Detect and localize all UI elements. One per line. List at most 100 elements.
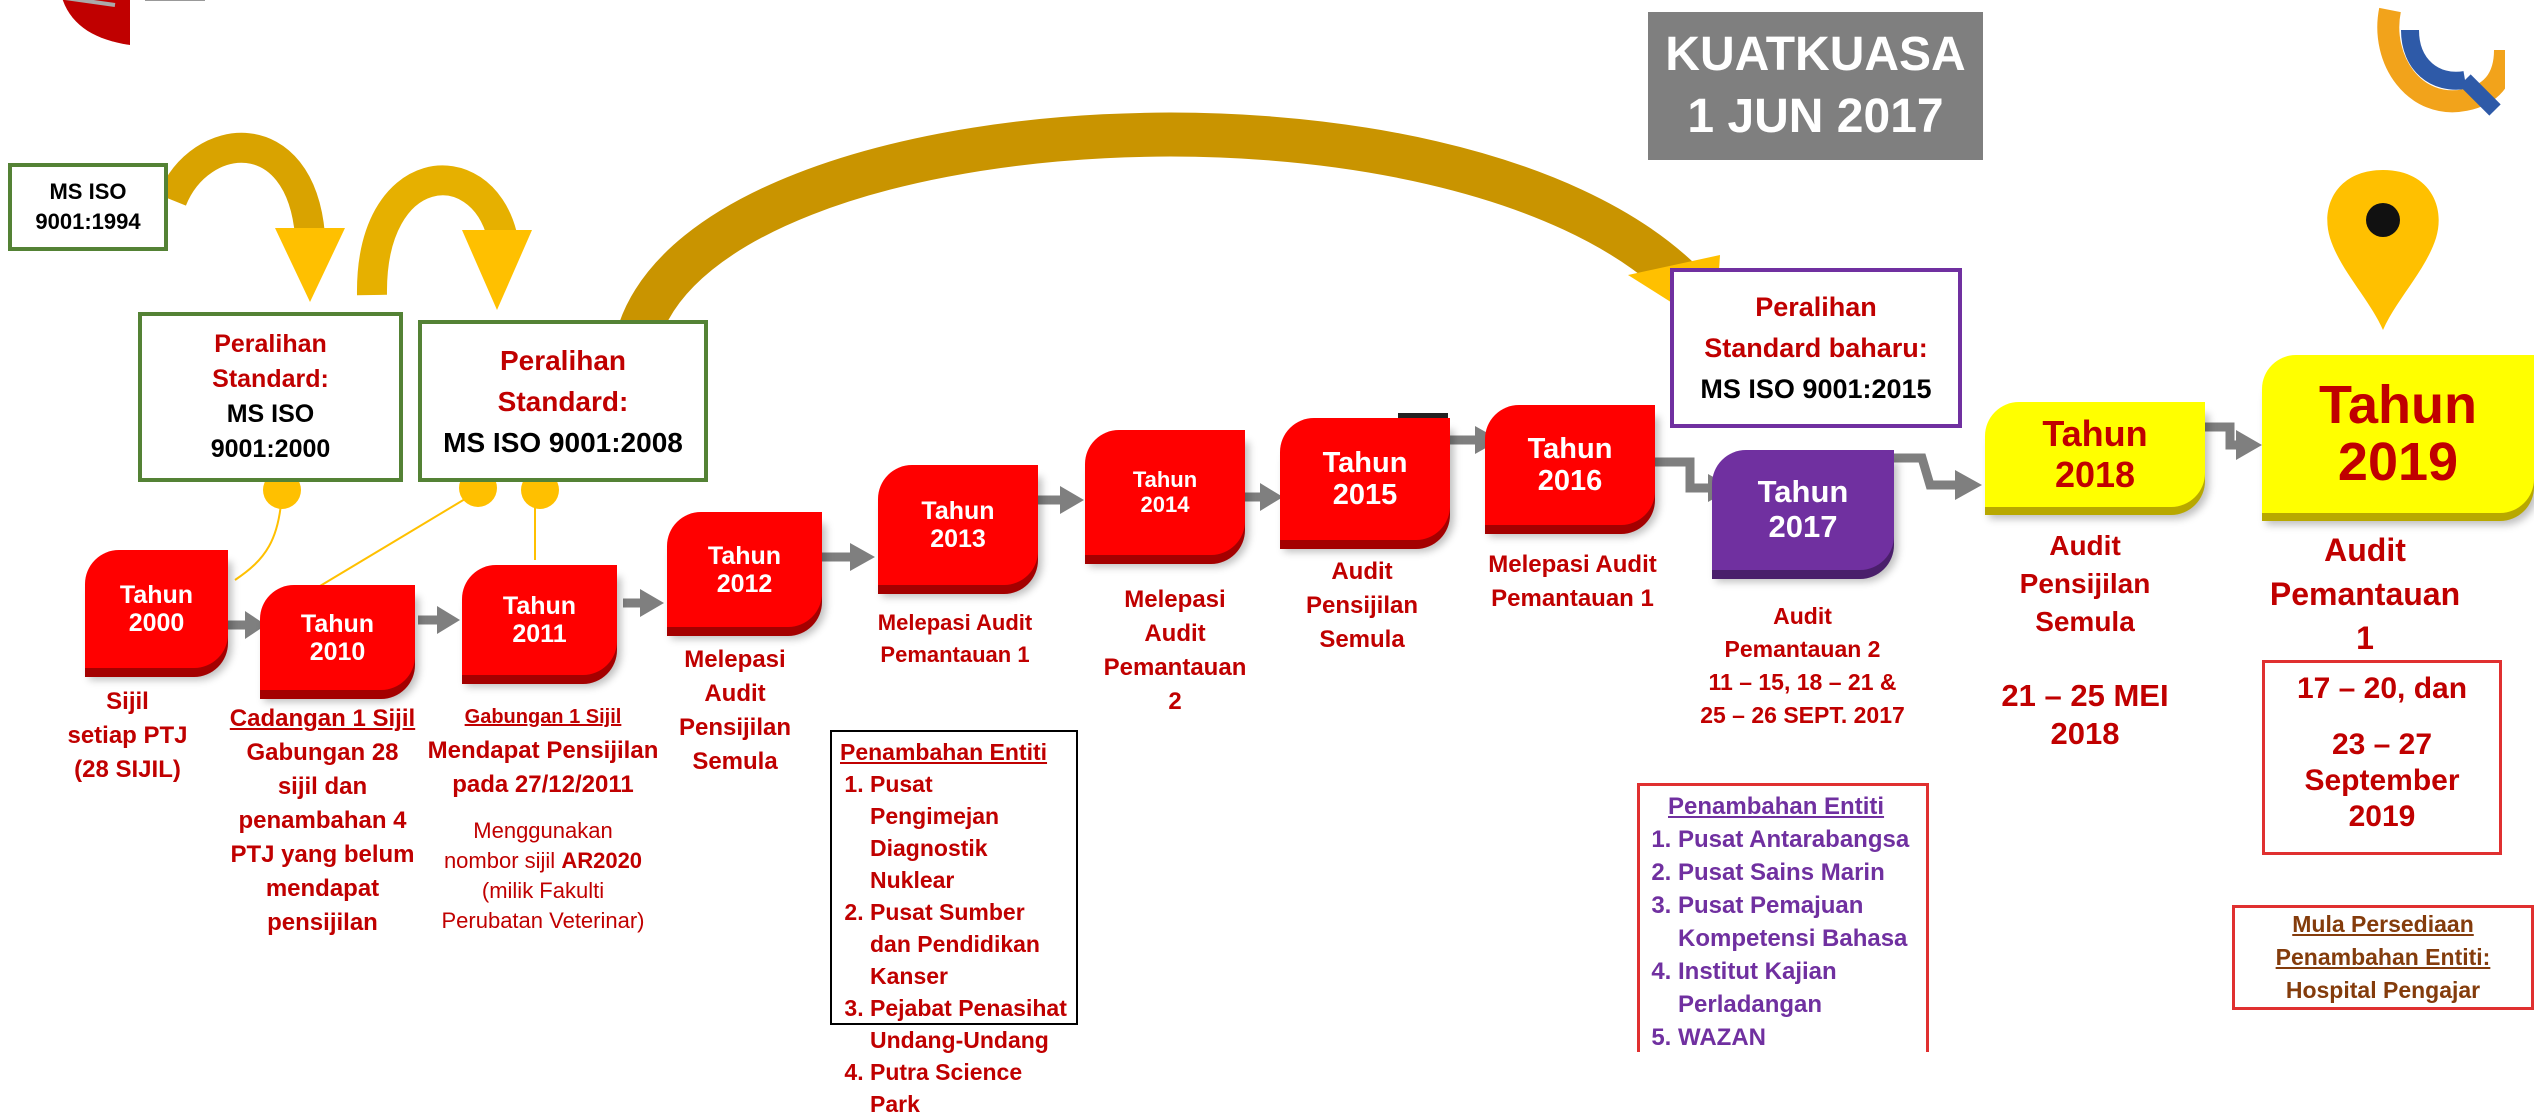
desc-2012-line-2: Audit: [704, 680, 766, 707]
iso-1994-line-1: MS ISO: [49, 179, 127, 204]
desc-2000-line-3: (28 SIJIL): [74, 756, 181, 783]
curved-arrow-icon: [158, 132, 345, 302]
transition-2015-box: Peralihan Standard baharu: MS ISO 9001:2…: [1670, 268, 1962, 428]
desc-2011-line-1: Mendapat Pensijilan: [427, 737, 659, 764]
badge-2015-line-1: Tahun: [1322, 446, 1408, 479]
prep-box-title-1: Mula Persediaan: [2292, 911, 2474, 937]
desc-2017: Audit Pemantauan 2 11 – 15, 18 – 21 & 25…: [1680, 600, 1925, 732]
dates-2019-line-2: 23 – 27: [2331, 728, 2433, 761]
badge-2010-line-2: 2010: [309, 637, 366, 666]
desc-2019-line-3: 1: [2356, 620, 2374, 656]
desc-2014-line-2: Audit: [1144, 620, 1206, 647]
list-item: Pejabat Penasihat Undang-Undang: [870, 992, 1068, 1056]
desc-2000-line-2: setiap PTJ: [67, 722, 188, 749]
desc-2016: Melepasi Audit Pemantauan 1: [1465, 548, 1680, 616]
desc-2010-line-4: PTJ yang belum: [230, 841, 415, 868]
year-badge-2018: Tahun 2018: [1985, 402, 2205, 507]
badge-2015-line-2: 2015: [1332, 479, 1398, 511]
desc-2015-line-2: Pensijilan: [1305, 592, 1419, 619]
date-2018: 21 – 25 MEI 2018: [1960, 677, 2210, 753]
desc-2010-title: Cadangan 1 Sijil: [229, 705, 416, 732]
transition-2008-title-2: Standard:: [497, 385, 629, 417]
desc-2017-line-2: Pemantauan 2: [1724, 636, 1881, 662]
desc-2011-title: Gabungan 1 Sijil: [464, 706, 622, 728]
desc-2011-note-code: AR2020: [561, 848, 643, 873]
desc-2016-line-1: Melepasi Audit: [1488, 551, 1657, 578]
transition-2000-std-1: MS ISO: [226, 400, 315, 428]
desc-2018-line-1: Audit: [2049, 530, 2121, 561]
desc-2019: Audit Pemantauan 1: [2255, 528, 2475, 660]
desc-2010-line-6: pensijilan: [267, 909, 378, 936]
desc-2012-line-4: Semula: [692, 748, 778, 775]
quality-logo: [2377, 7, 2505, 116]
banner-line-2: 1 JUN 2017: [1687, 90, 1944, 143]
dates-2019-line-1: 17 – 20, dan: [2296, 672, 2468, 705]
prep-box-title-2: Penambahan Entiti:: [2275, 944, 2491, 970]
badge-2013-line-1: Tahun: [921, 497, 995, 525]
transition-2000-title-1: Peralihan: [214, 330, 327, 358]
desc-2011-line-2: pada 27/12/2011: [452, 771, 634, 798]
transition-2008-title-1: Peralihan: [499, 344, 627, 376]
desc-2010-line-5: mendapat: [265, 875, 380, 902]
location-pin-icon: [2327, 170, 2439, 330]
desc-2013-line-2: Pemantauan 1: [880, 642, 1030, 667]
entity-box-2017: Penambahan Entiti Pusat Antarabangsa Pus…: [1637, 783, 1929, 1052]
desc-2017-line-1: Audit: [1773, 603, 1832, 629]
desc-2010-line-1: Gabungan 28: [246, 739, 399, 766]
badge-2012-line-1: Tahun: [707, 541, 782, 570]
year-badge-2012: Tahun 2012: [667, 512, 822, 627]
year-badge-2013: Tahun 2013: [878, 465, 1038, 585]
badge-2016-line-1: Tahun: [1527, 432, 1613, 465]
desc-2018-line-2: Pensijilan: [2019, 568, 2151, 599]
desc-2011: Gabungan 1 Sijil Mendapat Pensijilan pad…: [418, 700, 668, 936]
badge-2012-line-2: 2012: [716, 569, 773, 598]
desc-2011-note-line-1: Menggunakan: [473, 818, 613, 843]
iso-1994-box: MS ISO 9001:1994: [8, 163, 168, 251]
transition-2000-title-2: Standard:: [212, 365, 329, 393]
desc-2019-line-2: Pemantauan: [2269, 576, 2461, 612]
desc-2017-line-3: 11 – 15, 18 – 21 &: [1708, 669, 1897, 695]
desc-2012: Melepasi Audit Pensijilan Semula: [670, 643, 800, 779]
prep-box-item: Hospital Pengajar: [2285, 977, 2481, 1003]
dates-2019-line-4: 2019: [2348, 800, 2416, 833]
date-2018-line-2: 2018: [2050, 716, 2120, 751]
list-item: Putra Science Park: [870, 1056, 1068, 1120]
desc-2010: Cadangan 1 Sijil Gabungan 28 sijil dan p…: [215, 702, 430, 940]
year-badge-2010: Tahun 2010: [260, 585, 415, 690]
dates-2019-box: 17 – 20, dan 23 – 27 September 2019: [2262, 660, 2502, 855]
transition-2015-title-1: Peralihan: [1755, 291, 1877, 322]
list-item: Pusat Sains Marin: [1678, 856, 1918, 889]
year-badge-2011: Tahun 2011: [462, 565, 617, 675]
desc-2012-line-1: Melepasi: [684, 646, 786, 673]
entity-list-2017: Pusat Antarabangsa Pusat Sains Marin Pus…: [1648, 823, 1918, 1054]
desc-2014: Melepasi Audit Pemantauan 2: [1080, 583, 1270, 719]
desc-2014-line-1: Melepasi: [1124, 586, 1226, 613]
university-logo: [62, 0, 205, 45]
entity-box-2013: Penambahan Entiti Pusat Pengimejan Diagn…: [830, 730, 1078, 1117]
badge-2017-line-2: 2017: [1768, 509, 1838, 544]
date-2018-line-1: 21 – 25 MEI: [2001, 678, 2169, 713]
entity-list-2013: Pusat Pengimejan Diagnostik Nuklear Pusa…: [840, 768, 1068, 1120]
badge-2016-line-2: 2016: [1537, 465, 1603, 497]
transition-2015-title-2: Standard baharu:: [1704, 332, 1928, 363]
dates-2019-line-3: September: [2304, 764, 2460, 797]
desc-2018-line-3: Semula: [2035, 606, 2135, 637]
desc-2010-line-3: penambahan 4: [238, 807, 407, 834]
effective-date-banner: KUATKUASA 1 JUN 2017: [1648, 12, 1983, 160]
desc-2013-line-1: Melepasi Audit: [877, 610, 1033, 635]
year-badge-2014: Tahun 2014: [1085, 430, 1245, 555]
transition-2000-box: Peralihan Standard: MS ISO 9001:2000: [138, 312, 403, 482]
desc-2016-line-2: Pemantauan 1: [1491, 585, 1654, 612]
year-badge-2019: Tahun 2019: [2262, 355, 2534, 513]
desc-2015-line-3: Semula: [1319, 626, 1405, 653]
badge-2014-line-1: Tahun: [1132, 466, 1198, 492]
desc-2018: Audit Pensijilan Semula: [1985, 527, 2185, 641]
badge-2019-line-2: 2019: [2337, 432, 2459, 492]
desc-2010-line-2: sijil dan: [277, 773, 368, 800]
desc-2000-line-1: Sijil: [106, 688, 149, 715]
list-item: Pusat Pengimejan Diagnostik Nuklear: [870, 768, 1068, 896]
list-item: WAZAN: [1678, 1021, 1918, 1054]
desc-2013: Melepasi Audit Pemantauan 1: [855, 607, 1055, 671]
desc-2011-note-line-3: (milik Fakulti: [481, 878, 605, 903]
badge-2018-line-1: Tahun: [2042, 413, 2148, 455]
